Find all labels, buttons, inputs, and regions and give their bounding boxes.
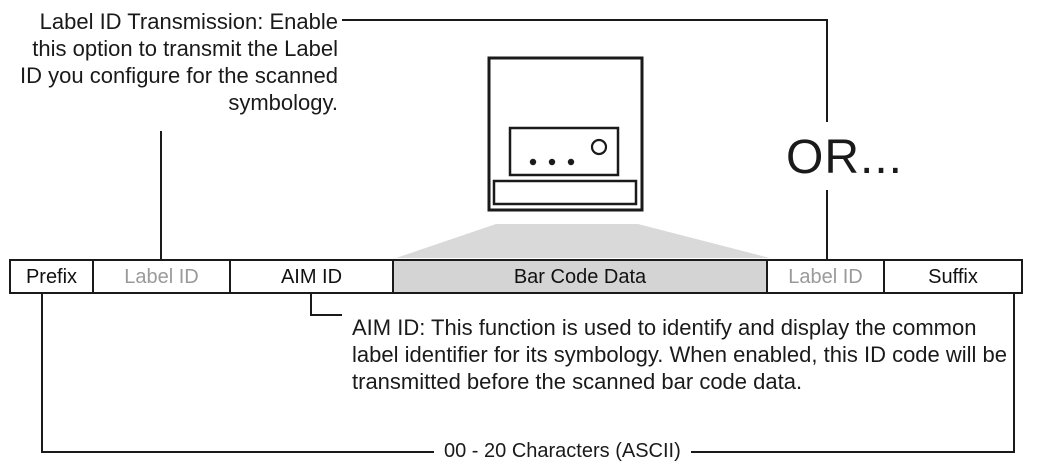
field-label-id-box	[92, 259, 231, 294]
scanner-icon	[487, 56, 644, 212]
field-row	[9, 259, 1023, 294]
aim-id-connector	[310, 293, 342, 316]
field-label-id-label: Label ID	[124, 266, 199, 288]
scan-projection	[396, 224, 770, 258]
field-aim-id-label: AIM ID	[280, 266, 343, 288]
label-id-transmission-note: Label ID Transmission: Enable this optio…	[20, 9, 338, 115]
field-prefix-box	[9, 259, 94, 294]
aim-id-note: AIM ID: This function is used to identif…	[352, 315, 1008, 394]
field-barcode-label: Bar Code Data	[513, 266, 647, 288]
field-prefix-label: Prefix	[25, 266, 78, 288]
field-suffix-box	[883, 259, 1023, 294]
character-range-label: 00 - 20 Characters (ASCII)	[434, 440, 691, 463]
field-suffix-label: Suffix	[928, 266, 978, 288]
or-text: OR...	[786, 131, 904, 184]
field-barcode-box	[392, 259, 768, 294]
label-id-transmission-connector	[342, 19, 828, 122]
field-label-id-2-label: Label ID	[788, 266, 863, 288]
